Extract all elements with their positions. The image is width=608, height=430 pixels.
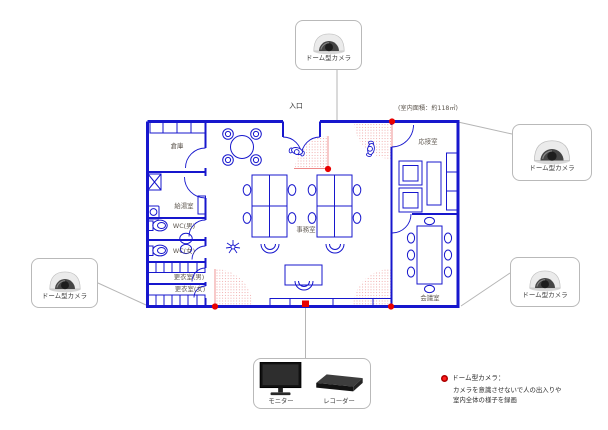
dome-camera-icon [312, 33, 345, 55]
camera-callout-bottom-right: ドーム型カメラ [510, 257, 580, 307]
room-label-office: 事務室 [296, 225, 316, 234]
room-label-wc-male: WC(男) [173, 222, 195, 230]
camera-dot-reception [388, 118, 396, 125]
desk-cluster-2 [307, 174, 362, 254]
entrance-label: 入口 [289, 102, 303, 110]
camera-dot-entrance [324, 165, 332, 173]
storage-shelf [149, 121, 206, 134]
reception-counter-desk [284, 264, 323, 291]
recorder-junction-dot [302, 300, 309, 307]
camera-callout-right: ドーム型カメラ [512, 124, 592, 181]
area-note: (室内面積：約118㎡) [398, 104, 458, 112]
dome-camera-icon [48, 271, 81, 293]
round-table [222, 128, 262, 166]
lockers-male [147, 262, 206, 273]
monitor-item: モニター [258, 361, 304, 405]
toilet-female [147, 244, 168, 257]
room-label-wc-female: WC(女) [173, 246, 195, 255]
bottom-cabinet [269, 298, 392, 307]
reception-sofas [398, 152, 459, 213]
room-label-storage: 倉庫 [171, 141, 184, 150]
camera-callout-left-label: ドーム型カメラ [41, 292, 88, 301]
legend-title: ドーム型カメラ： [452, 374, 505, 383]
room-label-locker-female: 更衣室(女) [175, 284, 206, 293]
monitor-label: モニター [268, 397, 294, 405]
room-label-meeting: 会議室 [420, 293, 440, 302]
camera-callout-right-label: ドーム型カメラ [529, 163, 575, 172]
shaft-box [147, 173, 162, 191]
desk-cluster-1 [242, 174, 297, 254]
person-entrance [288, 145, 306, 157]
room-label-kitchenette: 給湯室 [174, 201, 194, 210]
dome-camera-icon [533, 140, 571, 164]
dome-camera-icon [529, 270, 561, 292]
toilet-male [147, 219, 168, 232]
camera-callout-left: ドーム型カメラ [31, 258, 98, 308]
room-label-locker-male: 更衣室(男) [174, 272, 205, 281]
recorder-label: レコーダー [323, 397, 355, 405]
equipment-callout: モニター レコーダー [253, 358, 371, 409]
camera-view-cones [214, 121, 393, 307]
legend-camera-dot-icon [441, 375, 448, 382]
connector-lines [97, 70, 513, 358]
recorder-item: レコーダー [312, 362, 366, 405]
lockers-female [147, 294, 206, 306]
monitor-icon [259, 361, 302, 396]
kitchen-sink [147, 195, 206, 220]
recorder-icon [316, 374, 363, 392]
meeting-table [406, 216, 453, 294]
plant [225, 239, 241, 254]
camera-dot-bottom-right [387, 303, 395, 310]
camera-callout-top: ドーム型カメラ [295, 20, 362, 70]
legend-line-1: カメラを意識させないで人の出入りや [453, 386, 562, 394]
camera-dots [211, 118, 396, 310]
camera-callout-top-label: ドーム型カメラ [305, 54, 352, 63]
camera-dot-bottom-left [211, 303, 219, 310]
legend: ドーム型カメラ： カメラを意識させないで人の出入りや 室内全体の様子を録画 [441, 375, 561, 406]
furniture [147, 121, 459, 307]
urinal [179, 232, 193, 255]
room-label-reception: 応接室 [418, 137, 438, 146]
camera-callout-bottom-right-label: ドーム型カメラ [522, 291, 568, 300]
legend-line-2: 室内全体の様子を録画 [453, 396, 517, 405]
